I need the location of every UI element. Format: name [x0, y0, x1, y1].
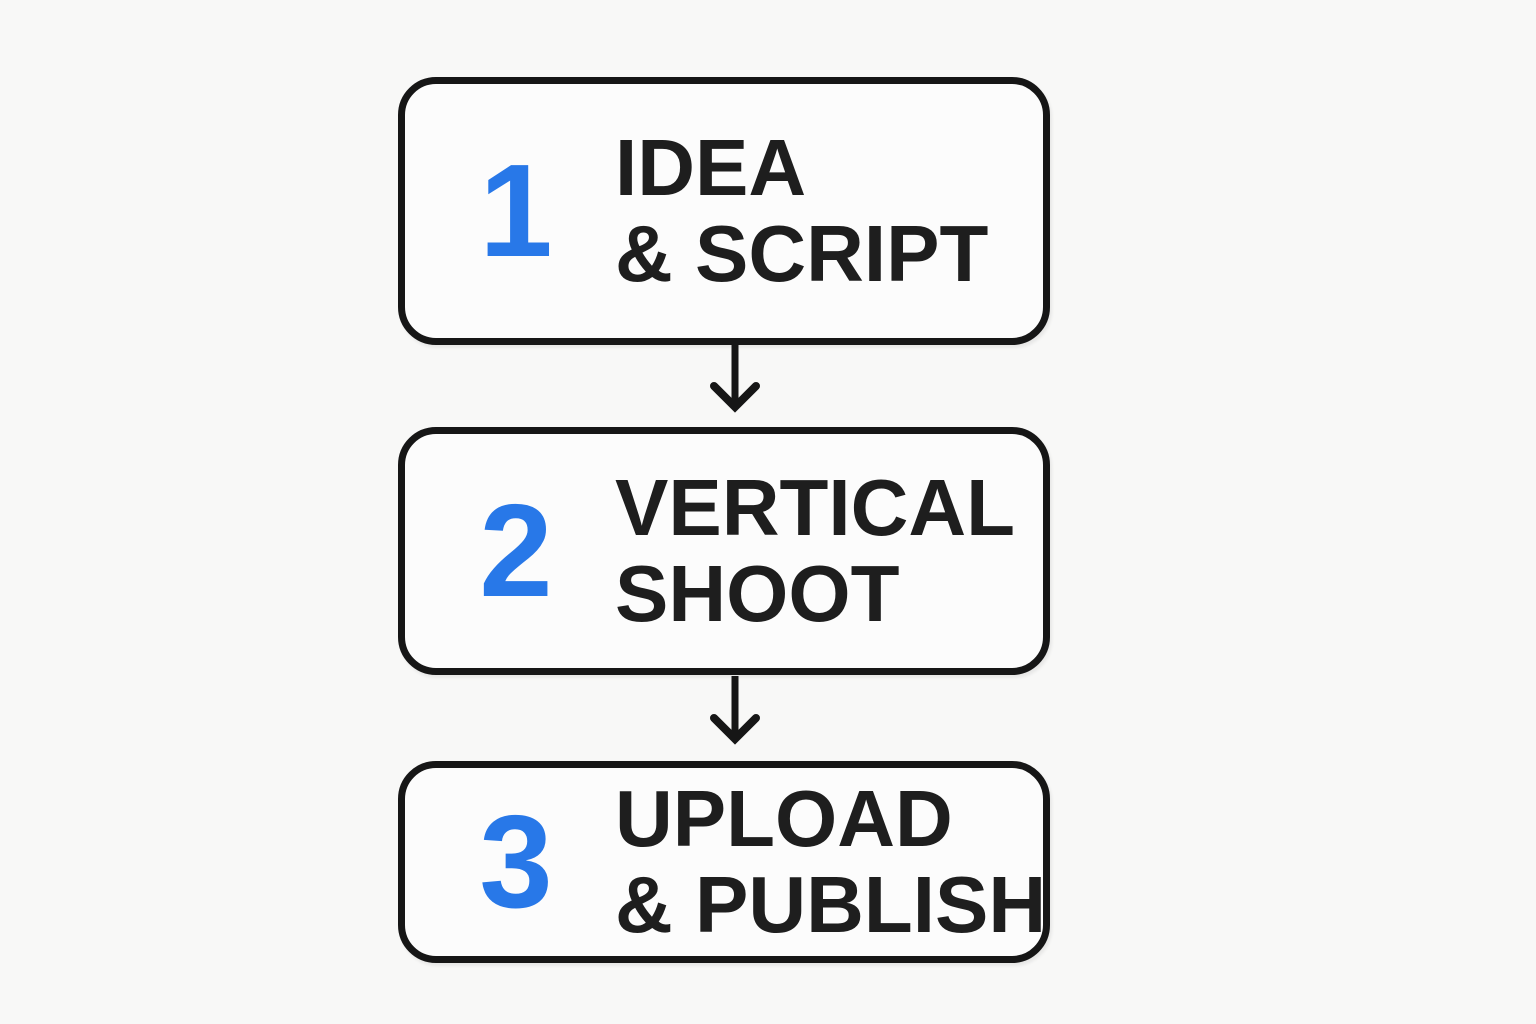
- step-title-line1: VERTICAL: [615, 463, 1015, 553]
- down-arrow-icon: [703, 344, 767, 414]
- step-title-line1: IDEA: [615, 123, 807, 213]
- step-box-upload-publish: 3 UPLOAD & PUBLISH: [398, 761, 1050, 963]
- step-title-idea-script: IDEA & SCRIPT: [615, 125, 988, 296]
- step-title-line1: UPLOAD: [615, 774, 953, 864]
- step-number-2: 2: [479, 477, 552, 624]
- step-number-3: 3: [479, 788, 552, 935]
- step-title-line2: SHOOT: [615, 549, 900, 638]
- step-title-line2: & SCRIPT: [615, 209, 989, 298]
- step-number-1: 1: [479, 137, 552, 284]
- step-title-upload-publish: UPLOAD & PUBLISH: [615, 776, 1046, 947]
- step-title-vertical-shoot: VERTICAL SHOOT: [615, 465, 1015, 636]
- step-title-line2: & PUBLISH: [615, 860, 1047, 949]
- down-arrow-icon: [703, 674, 767, 748]
- step-box-idea-script: 1 IDEA & SCRIPT: [398, 77, 1050, 345]
- step-box-vertical-shoot: 2 VERTICAL SHOOT: [398, 427, 1050, 675]
